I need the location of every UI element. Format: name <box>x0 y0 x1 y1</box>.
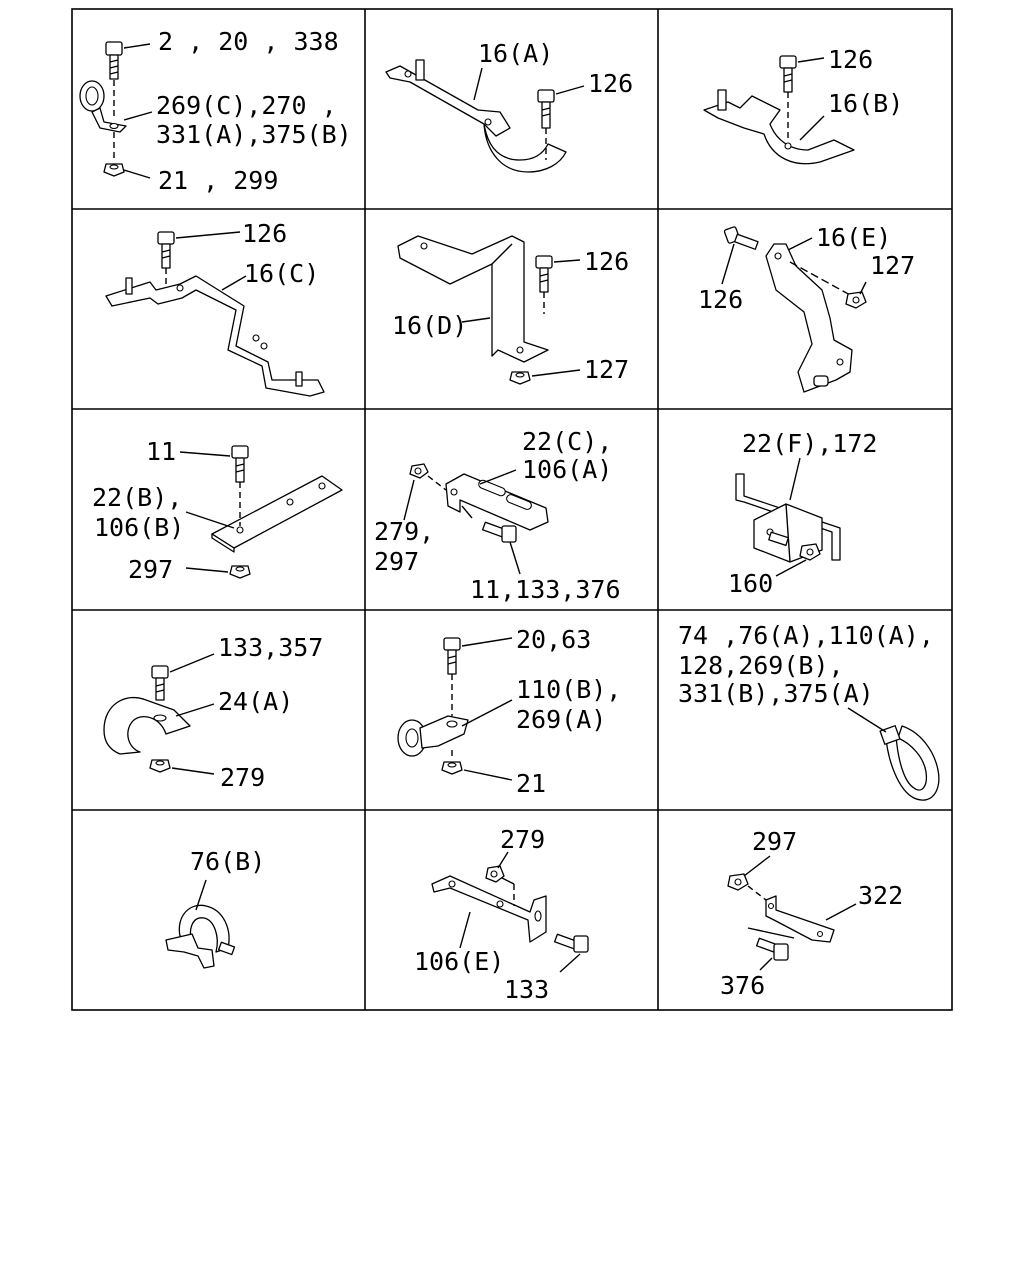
cell-r3c2: 22(C), 106(A) 279, 297 11,133,376 <box>374 427 621 604</box>
bracket-22c-icon <box>445 473 549 531</box>
strap-322-icon <box>765 895 835 943</box>
callout-label: 126 <box>698 285 743 314</box>
nut-icon <box>799 543 821 561</box>
band-clamp-76b-icon <box>165 904 236 969</box>
pipe-clamp-24a-icon <box>103 696 191 755</box>
cell-r4c1: 133,357 24(A) 279 <box>103 633 323 792</box>
callout-label: 126 <box>828 45 873 74</box>
cell-r3c1: 11 22(B), 106(B) 297 <box>92 437 343 584</box>
callout-label: 106(A) <box>522 455 612 484</box>
callout-label: 133 <box>504 975 549 1004</box>
cell-r2c3: 16(E) 127 126 <box>698 223 915 393</box>
cell-r3c3: 22(F),172 160 <box>728 429 877 598</box>
bolt-icon <box>157 231 175 269</box>
callout-label: 279, <box>374 517 434 546</box>
cell-r1c2: 16(A) 126 <box>385 39 633 173</box>
callout-label: 126 <box>588 69 633 98</box>
callout-label: 24(A) <box>218 687 293 716</box>
callout-label: 76(B) <box>190 847 265 876</box>
callout-label: 21 , 299 <box>158 166 278 195</box>
callout-label: 106(E) <box>414 947 504 976</box>
callout-label: 74 ,76(A),110(A), <box>678 621 934 650</box>
callout-label: 22(B), <box>92 483 182 512</box>
callout-label: 269(C),270 , <box>156 91 337 120</box>
cell-r5c3: 297 322 376 <box>720 827 903 1000</box>
cell-r4c3: 74 ,76(A),110(A), 128,269(B), 331(B),375… <box>678 621 940 801</box>
cell-r1c3: 126 16(B) <box>703 45 903 165</box>
callout-label: 127 <box>584 355 629 384</box>
callout-label: 128,269(B), <box>678 651 844 680</box>
callout-label: 297 <box>128 555 173 584</box>
callout-label: 16(A) <box>478 39 553 68</box>
nut-icon <box>149 759 171 773</box>
callout-label: 20,63 <box>516 625 591 654</box>
callout-label: 160 <box>728 569 773 598</box>
callout-label: 322 <box>858 881 903 910</box>
bracket-16e-icon <box>765 243 853 393</box>
callout-label: 133,357 <box>218 633 323 662</box>
bracket-16d-icon <box>397 235 549 363</box>
callout-label: 297 <box>752 827 797 856</box>
bolt-icon <box>151 665 169 701</box>
callout-label: 279 <box>220 763 265 792</box>
nut-icon <box>727 873 749 891</box>
nut-icon <box>441 761 463 775</box>
bolt-icon <box>723 226 759 250</box>
callout-label: 110(B), <box>516 675 621 704</box>
clip-110b-icon <box>397 715 469 757</box>
grid-frame <box>71 8 953 1011</box>
cell-r5c2: 279 106(E) 133 <box>414 825 589 1004</box>
cell-r1c1: 2 , 20 , 338 269(C),270 , 331(A),375(B) … <box>79 27 352 195</box>
callout-label: 126 <box>584 247 629 276</box>
callout-label: 2 , 20 , 338 <box>158 27 339 56</box>
callout-label: 297 <box>374 547 419 576</box>
cable-tie-icon <box>879 725 940 801</box>
nut-icon <box>485 865 505 883</box>
callout-label: 16(D) <box>392 311 467 340</box>
nut-icon <box>103 163 125 177</box>
cell-r5c1: 76(B) <box>165 847 265 969</box>
callout-label: 21 <box>516 769 546 798</box>
bolt-icon <box>231 445 249 483</box>
callout-label: 16(C) <box>244 259 319 288</box>
callout-label: 106(B) <box>94 513 184 542</box>
cell-r4c2: 20,63 110(B), 269(A) 21 <box>397 625 621 798</box>
nut-icon <box>845 291 867 309</box>
callout-label: 22(F),172 <box>742 429 877 458</box>
callout-label: 22(C), <box>522 427 612 456</box>
callout-label: 127 <box>870 251 915 280</box>
bracket-106e-icon <box>431 875 547 943</box>
callout-label: 11,133,376 <box>470 575 621 604</box>
callout-label: 376 <box>720 971 765 1000</box>
bracket-16c-icon <box>105 275 325 397</box>
bolt-icon <box>443 637 461 675</box>
callout-label: 331(A),375(B) <box>156 120 352 149</box>
bolt-icon <box>105 41 123 80</box>
bolt-icon <box>481 521 517 543</box>
nut-icon <box>229 565 251 579</box>
callout-label: 279 <box>500 825 545 854</box>
bracket-16a-icon <box>385 59 567 173</box>
callout-label: 16(B) <box>828 89 903 118</box>
plate-22b-icon <box>211 475 343 553</box>
bolt-icon <box>779 55 797 93</box>
cell-r2c1: 126 16(C) <box>105 219 325 397</box>
bolt-icon <box>535 255 553 293</box>
nut-icon <box>509 371 531 385</box>
bracket-16b-icon <box>703 89 855 165</box>
bolt-icon <box>537 89 555 129</box>
callout-label: 11 <box>146 437 176 466</box>
clip-bracket-icon <box>79 80 127 133</box>
bolt-icon <box>755 937 789 961</box>
nut-icon <box>409 463 429 479</box>
callout-label: 16(E) <box>816 223 891 252</box>
callout-label: 331(B),375(A) <box>678 679 874 708</box>
bracket-22f-icon <box>735 473 841 563</box>
callout-label: 126 <box>242 219 287 248</box>
bolt-icon <box>553 933 589 953</box>
callout-label: 269(A) <box>516 705 606 734</box>
cell-r2c2: 126 16(D) 127 <box>392 235 629 385</box>
bolt-icon <box>768 531 790 547</box>
